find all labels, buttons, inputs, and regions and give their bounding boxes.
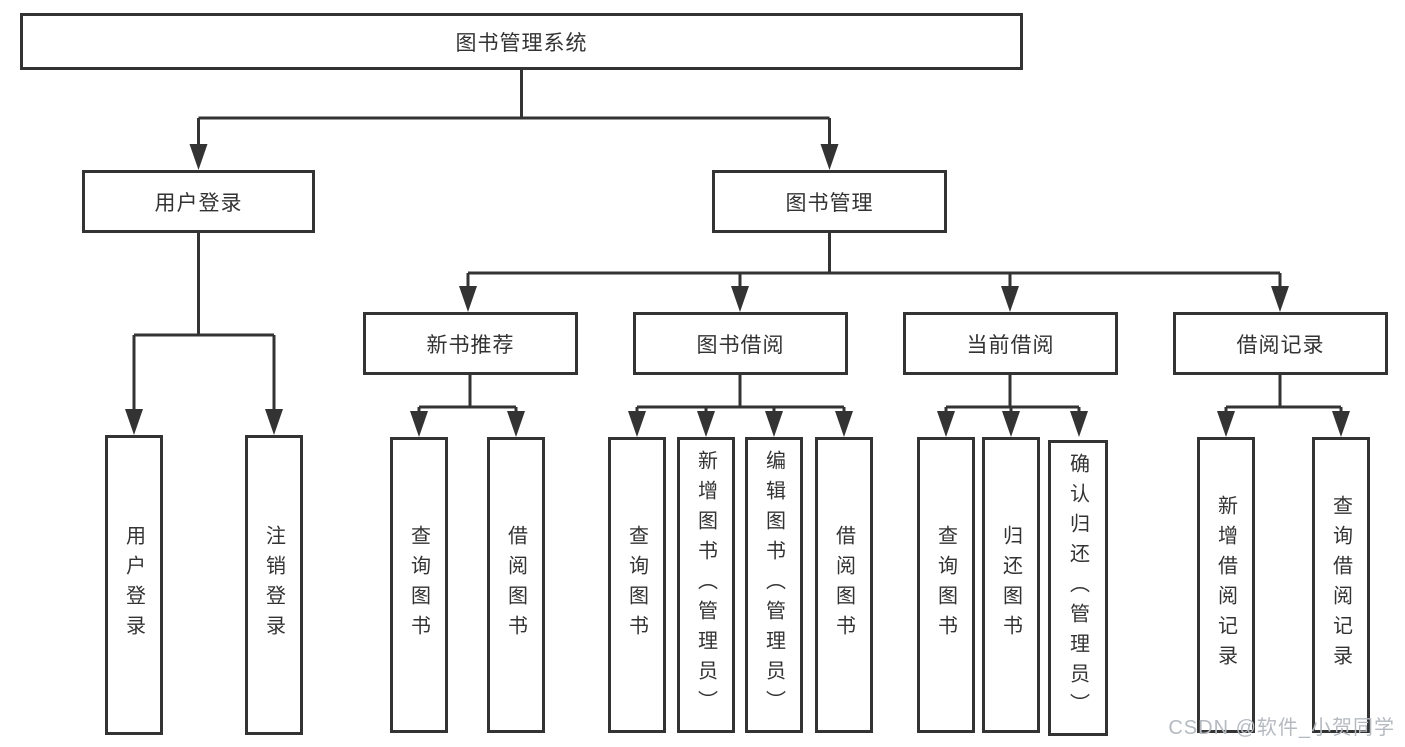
node-borrow-records: 借阅记录 — [1173, 312, 1388, 375]
leaf-user-login: 用户登录 — [105, 435, 163, 735]
node-new-book-recommend: 新书推荐 — [363, 312, 578, 375]
leaf-borrow-books-recommend: 借阅图书 — [487, 437, 545, 733]
connector-book-management-to-level3 — [459, 233, 1289, 312]
node-user-login: 用户登录 — [82, 170, 315, 233]
node-current-borrow: 当前借阅 — [903, 312, 1118, 375]
connector-root-to-level2 — [189, 70, 839, 170]
leaf-logout: 注销登录 — [245, 435, 303, 735]
leaf-return-books: 归还图书 — [982, 437, 1040, 733]
leaf-query-books-recommend: 查询图书 — [390, 437, 448, 733]
connector-borrow-record-group — [1217, 375, 1350, 437]
leaf-query-borrow-record: 查询借阅记录 — [1312, 437, 1370, 733]
node-library-management-system: 图书管理系统 — [20, 13, 1023, 70]
node-book-management: 图书管理 — [712, 170, 947, 233]
leaf-add-book-admin: 新增图书（管理员） — [677, 437, 735, 733]
leaf-borrow-books: 借阅图书 — [815, 437, 873, 733]
leaf-query-books-current: 查询图书 — [917, 437, 975, 733]
connector-current-borrow-group — [937, 375, 1088, 437]
leaf-edit-book-admin: 编辑图书（管理员） — [745, 437, 803, 733]
node-book-borrow: 图书借阅 — [633, 312, 848, 375]
leaf-confirm-return-admin: 确认归还（管理员） — [1048, 440, 1108, 736]
connector-new-book-group — [410, 375, 525, 437]
connector-book-borrow-group — [628, 375, 853, 437]
leaf-query-books-borrow: 查询图书 — [608, 437, 666, 733]
connector-user-login-group — [125, 233, 283, 435]
csdn-watermark: CSDN @软件_小贺同学 — [1168, 717, 1395, 739]
leaf-add-borrow-record: 新增借阅记录 — [1197, 437, 1255, 733]
